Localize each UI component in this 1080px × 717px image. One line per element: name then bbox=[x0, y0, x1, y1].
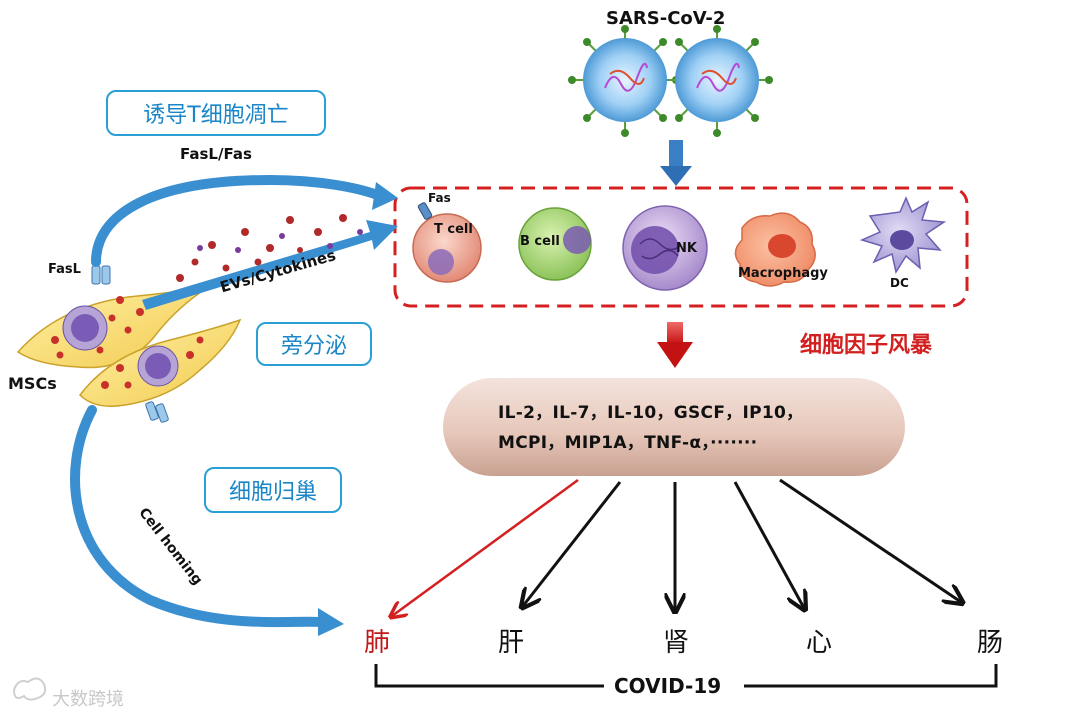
ev-particles bbox=[176, 214, 347, 282]
b-cell bbox=[518, 207, 592, 281]
organ-lung: 肺 bbox=[364, 628, 391, 658]
cytokine-storm-label: 细胞因子风暴 bbox=[800, 333, 933, 358]
virus-particle-1 bbox=[568, 25, 680, 137]
virus-label: SARS-CoV-2 bbox=[606, 8, 726, 29]
immune-cells-box bbox=[393, 186, 969, 308]
virus-particle-2 bbox=[670, 25, 773, 137]
induce-apoptosis-label: 诱导T细胞凋亡 bbox=[106, 90, 326, 136]
b-cell-label: B cell bbox=[520, 234, 560, 249]
watermark-text: 大数跨境 bbox=[52, 689, 124, 710]
nk-cell bbox=[622, 205, 708, 291]
macrophage-label: Macrophagy bbox=[738, 266, 828, 281]
cell-homing-cn-label: 细胞归巢 bbox=[204, 467, 342, 513]
organ-intestine: 肠 bbox=[977, 628, 1004, 658]
organ-liver: 肝 bbox=[498, 628, 525, 658]
organ-kidney: 肾 bbox=[663, 628, 690, 658]
watermark-logo-icon bbox=[12, 677, 47, 701]
macrophage-cell bbox=[734, 212, 816, 287]
fas-label: Fas bbox=[428, 191, 451, 205]
msc-granules bbox=[51, 296, 204, 389]
virus-to-immune-arrow bbox=[660, 140, 692, 186]
fas-receptor-icon bbox=[417, 202, 433, 220]
dendritic-cell bbox=[859, 196, 947, 274]
arrow-to-heart bbox=[733, 481, 804, 608]
cytokine-pill bbox=[443, 378, 905, 476]
nk-label: NK bbox=[676, 241, 697, 256]
fasl-receptor-icon bbox=[91, 265, 111, 285]
cytokine-list-line-2: MCPI，MIP1A，TNF-α，······· bbox=[498, 433, 758, 453]
evs-cytokines-arrow bbox=[142, 220, 398, 310]
fasl-label: FasL bbox=[48, 262, 81, 277]
cytokine-list-line-1: IL-2，IL-7，IL-10，GSCF，IP10， bbox=[498, 403, 804, 423]
ev-particles-purple bbox=[197, 229, 363, 253]
t-cell bbox=[412, 213, 482, 283]
dc-label: DC bbox=[890, 276, 909, 290]
organ-heart: 心 bbox=[806, 628, 833, 658]
covid-bracket bbox=[374, 664, 998, 688]
msc-cell-1 bbox=[16, 286, 209, 369]
cell-homing-arrow bbox=[70, 405, 344, 636]
arrow-to-lung bbox=[392, 478, 579, 616]
fasl-fas-label: FasL/Fas bbox=[180, 145, 252, 163]
storm-down-arrow bbox=[657, 322, 693, 368]
covid-label: COVID-19 bbox=[614, 674, 722, 698]
msc-receptor-icon bbox=[145, 401, 169, 423]
paracrine-label: 旁分泌 bbox=[256, 322, 372, 366]
arrow-to-liver bbox=[523, 481, 622, 606]
mscs-label: MSCs bbox=[8, 374, 57, 393]
t-cell-label: T cell bbox=[434, 222, 473, 237]
fasl-fas-arrow bbox=[91, 174, 398, 267]
arrow-to-intestine bbox=[779, 478, 961, 602]
